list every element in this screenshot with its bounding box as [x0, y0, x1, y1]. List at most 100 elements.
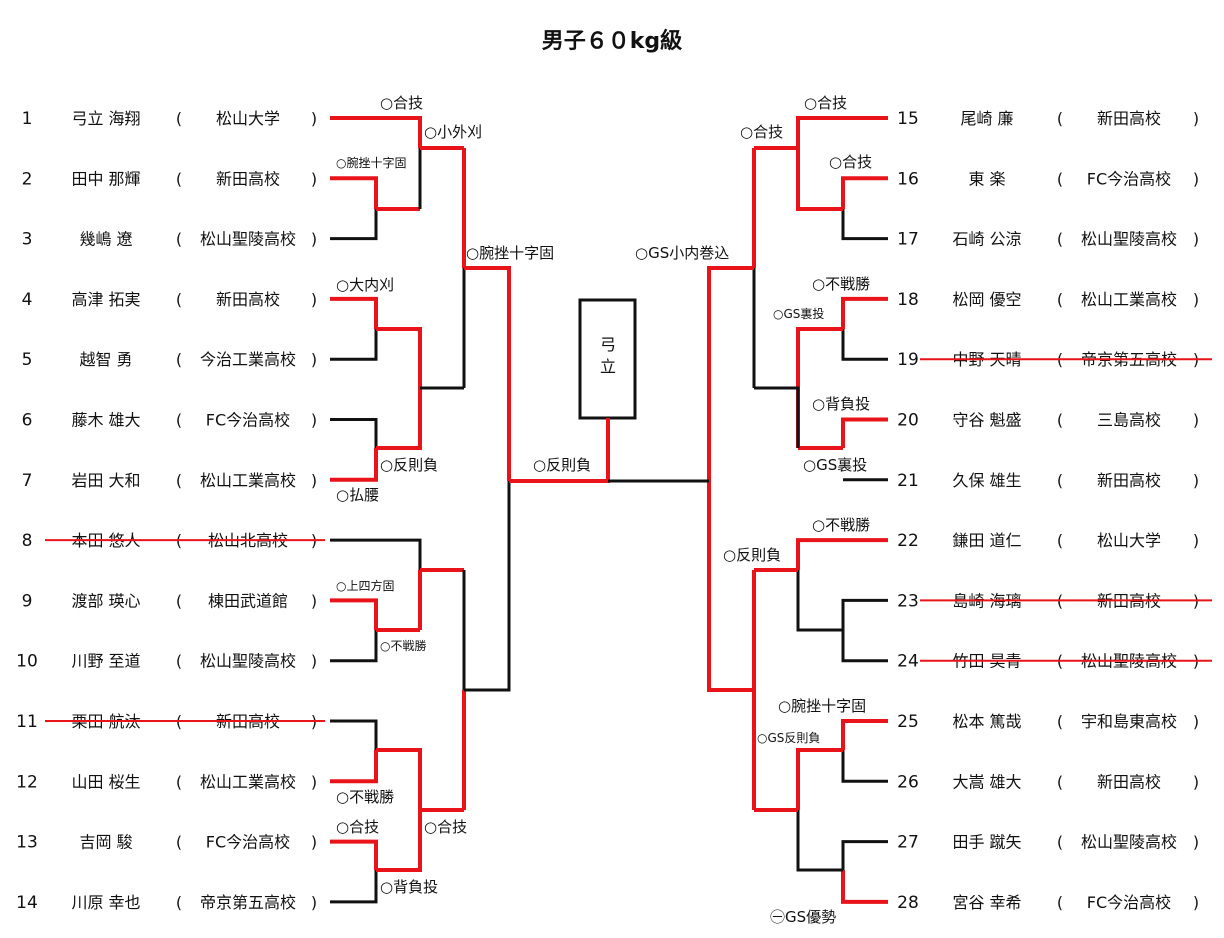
paren-close: ): [311, 109, 317, 128]
player-row: 12 山田 桜生 ( 松山工業高校): [16, 772, 317, 792]
bracket-line: [841, 630, 888, 663]
player-name: 山田 桜生: [71, 772, 140, 791]
result-label: ○合技: [336, 818, 379, 836]
paren-open: (: [176, 591, 182, 610]
paren-open: (: [1057, 109, 1063, 128]
bracket-line: [464, 481, 511, 692]
player-name: 尾崎 廉: [960, 109, 1013, 128]
player-school: 新田高校: [1097, 471, 1161, 490]
player-number: 8: [22, 531, 33, 551]
paren-open: (: [176, 109, 182, 128]
player-number: 13: [16, 833, 38, 853]
winner-path: [376, 748, 422, 810]
paren-close: ): [311, 772, 317, 791]
paren-open: (: [1057, 471, 1063, 490]
winner-path: [330, 448, 378, 482]
player-name: 石崎 公涼: [952, 230, 1021, 249]
paren-close: ): [1193, 169, 1199, 188]
result-label: ○大内刈: [336, 276, 394, 294]
result-label: ○合技: [804, 94, 847, 112]
result-labels: ○合技 ○腕挫十字固 ○小外刈 ○腕挫十字固 ○大内刈 ○反則負 ○払腰 ○上四…: [336, 94, 872, 926]
paren-open: (: [1057, 531, 1063, 550]
paren-close: ): [311, 230, 317, 249]
player-school: 松山工業高校: [200, 772, 296, 791]
player-school: 今治工業高校: [200, 350, 296, 369]
player-number: 19: [897, 350, 919, 370]
player-name: 高津 拓実: [71, 290, 140, 309]
paren-open: (: [176, 350, 182, 369]
winner-path: [841, 176, 888, 209]
player-school: 松山聖陵高校: [1081, 230, 1177, 249]
paren-open: (: [1057, 230, 1063, 249]
player-name: 田手 蹴矢: [952, 833, 1021, 852]
player-school: 三島高校: [1097, 411, 1161, 430]
player-name: 弓立 海翔: [71, 109, 140, 128]
paren-close: ): [311, 471, 317, 490]
player-school: 新田高校: [216, 169, 280, 188]
player-name: 渡部 瑛心: [71, 591, 140, 610]
result-label: ○合技: [829, 153, 872, 171]
player-number: 5: [22, 350, 33, 370]
bracket-line: [841, 840, 888, 870]
paren-open: (: [176, 893, 182, 912]
result-label: ○合技: [424, 818, 467, 836]
player-school: FC今治高校: [206, 411, 290, 430]
player-school: 松山大学: [216, 109, 280, 128]
paren-close: ): [311, 350, 317, 369]
paren-open: (: [176, 411, 182, 430]
result-label: ○背負投: [380, 878, 438, 896]
player-school: 宇和島東高校: [1081, 712, 1177, 731]
player-school: 松山聖陵高校: [1081, 833, 1177, 852]
result-label: ○払腰: [336, 486, 379, 504]
result-label: ○GS裏投: [803, 456, 867, 474]
player-number: 2: [22, 169, 33, 189]
player-number: 7: [22, 471, 33, 491]
paren-open: (: [1057, 772, 1063, 791]
player-number: 10: [16, 652, 38, 672]
winner-path: [707, 266, 754, 481]
paren-close: ): [1193, 109, 1199, 128]
player-number: 27: [897, 833, 919, 853]
player-school: 棟田武道館: [208, 591, 288, 610]
player-name: 越智 勇: [79, 350, 132, 369]
winner-path: [707, 481, 754, 692]
player-number: 15: [897, 109, 919, 129]
winner-path: [330, 296, 378, 329]
bracket-line: [330, 719, 378, 750]
player-name: 守谷 魁盛: [952, 411, 1021, 430]
player-number: 26: [897, 772, 919, 792]
player-school: 新田高校: [216, 290, 280, 309]
player-name: 藤木 雄大: [71, 411, 140, 430]
player-name: 吉岡 駿: [79, 833, 132, 852]
player-number: 4: [22, 290, 33, 310]
winner-path: [841, 719, 888, 750]
result-label: ○GS裏投: [773, 306, 824, 321]
bracket-line: [330, 538, 422, 570]
player-name: 田中 那輝: [71, 169, 140, 188]
paren-close: ): [1193, 531, 1199, 550]
player-name: 幾嶋 遼: [79, 230, 132, 249]
player-number: 25: [897, 712, 919, 732]
paren-close: ): [311, 290, 317, 309]
result-label: ○上四方固: [336, 578, 394, 593]
paren-open: (: [176, 833, 182, 852]
result-label: ○不戦勝: [336, 788, 394, 806]
bracket-line: [796, 570, 843, 632]
player-name: 岩田 大和: [71, 471, 140, 490]
winner-path: [841, 296, 888, 329]
player-number: 12: [16, 772, 38, 792]
paren-open: (: [176, 772, 182, 791]
paren-open: (: [176, 652, 182, 671]
winner-path: [796, 748, 843, 810]
